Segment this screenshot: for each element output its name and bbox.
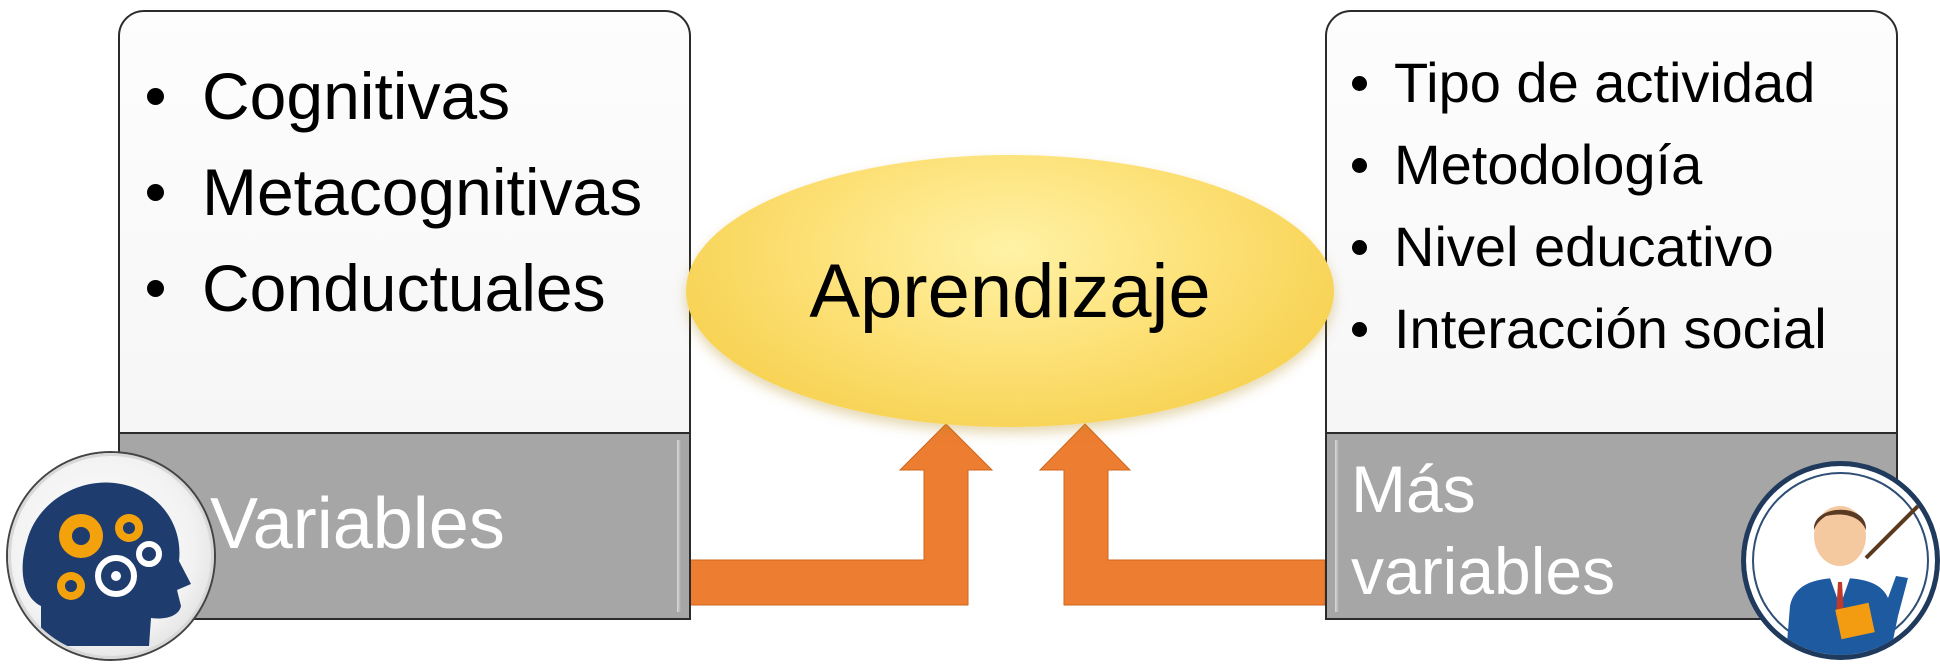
right-variable-list: Tipo de actividad Metodología Nivel educ…	[1352, 42, 1827, 370]
list-item: Interacción social	[1352, 288, 1827, 370]
list-item: Cognitivas	[146, 48, 642, 144]
left-label-bar: Variables	[118, 432, 691, 620]
left-variable-list: Cognitivas Metacognitivas Conductuales	[146, 48, 642, 336]
list-item: Metodología	[1352, 124, 1827, 206]
center-ellipse: Aprendizaje	[686, 155, 1334, 427]
left-label-text: Variables	[210, 484, 505, 564]
center-label: Aprendizaje	[809, 248, 1211, 334]
head-with-gears-icon	[8, 453, 214, 659]
list-item: Metacognitivas	[146, 144, 642, 240]
list-item: Tipo de actividad	[1352, 42, 1827, 124]
arrow-right-to-center	[1038, 423, 1326, 606]
right-label-text: Más variables	[1351, 452, 1616, 608]
arrow-left-to-center	[685, 423, 994, 606]
list-item: Conductuales	[146, 240, 642, 336]
teacher-with-pointer-icon	[1741, 461, 1940, 660]
list-item: Nivel educativo	[1352, 206, 1827, 288]
